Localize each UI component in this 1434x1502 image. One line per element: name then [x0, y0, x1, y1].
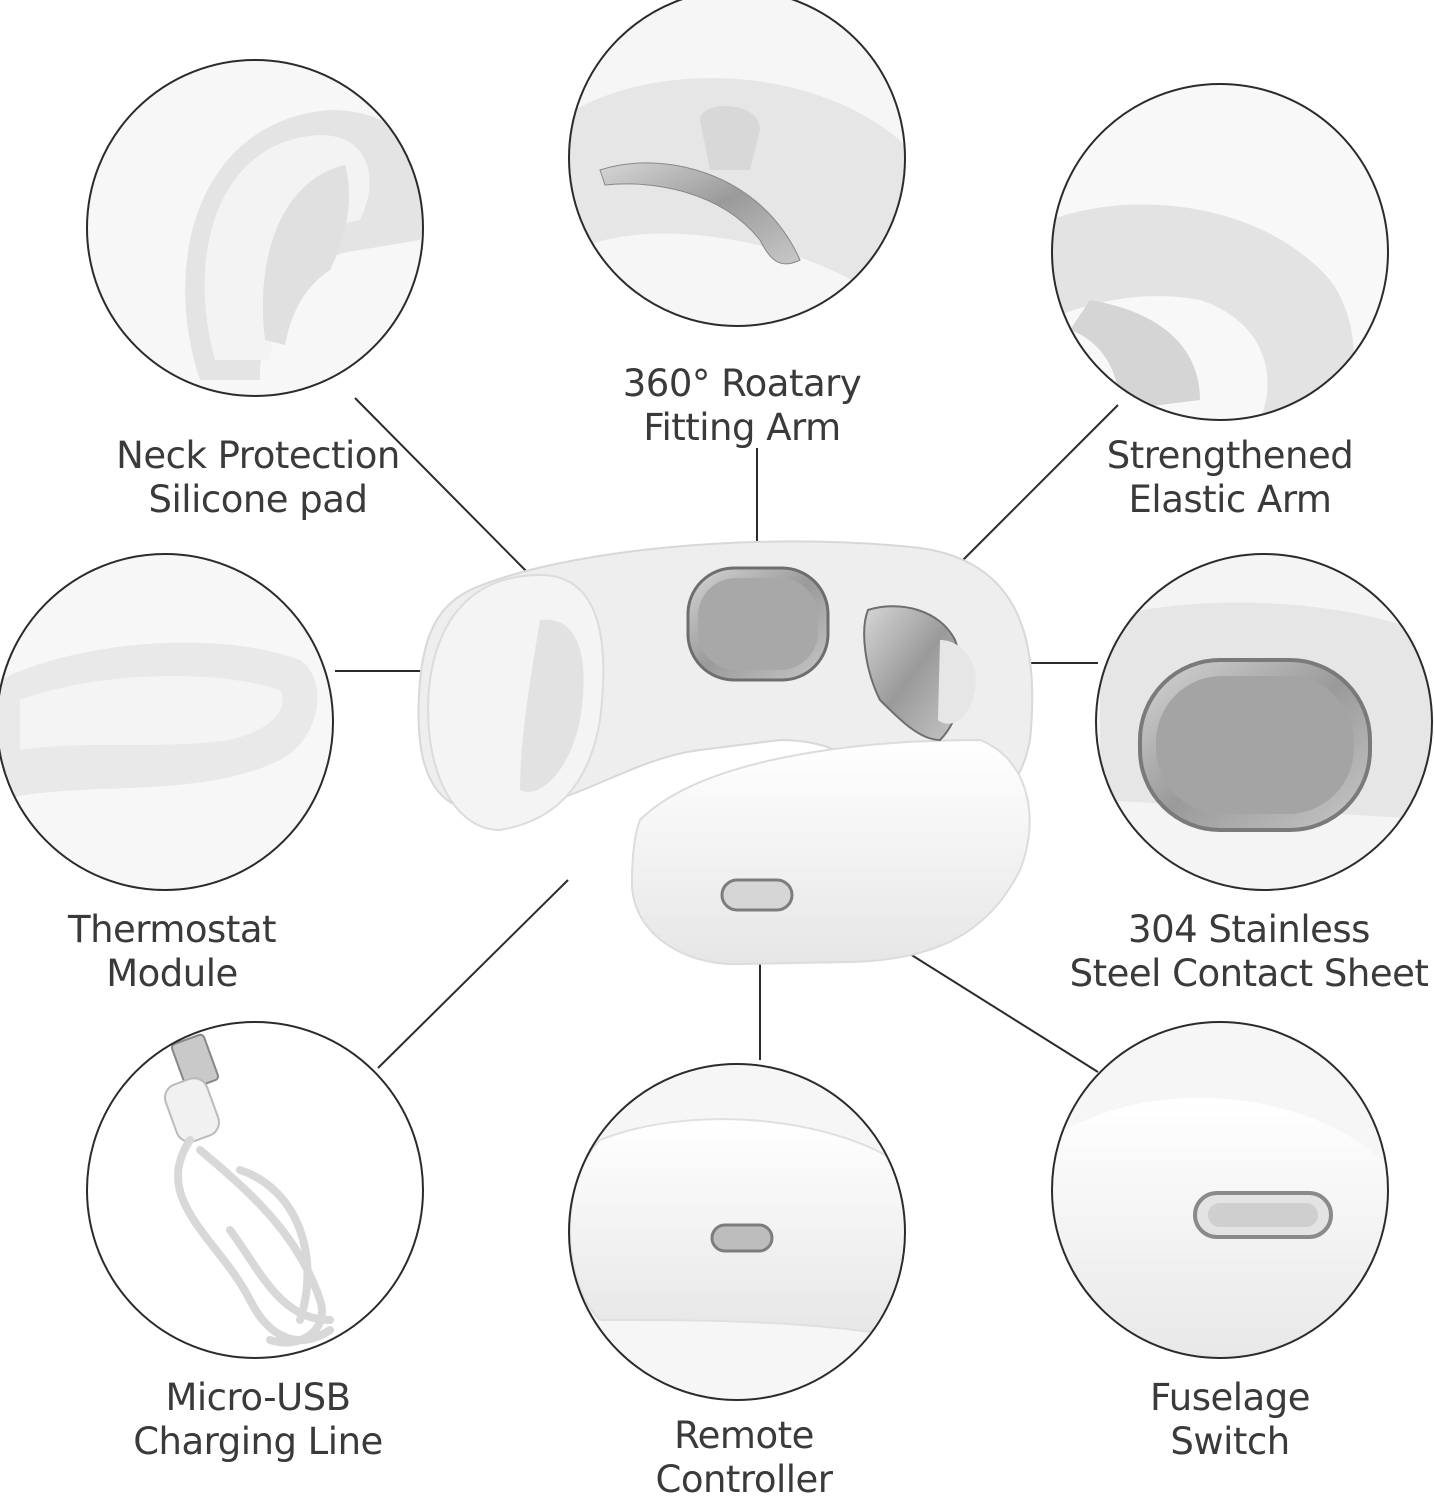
label-rotary-arm-line2: Fitting Arm: [643, 406, 841, 449]
label-elastic-arm-line2: Elastic Arm: [1128, 478, 1332, 521]
leader-neck-pad: [354, 397, 531, 576]
label-elastic-arm-line1: Strengthened: [1106, 434, 1354, 477]
label-remote-line1: Remote: [674, 1414, 814, 1457]
label-elastic-arm: Strengthened Elastic Arm: [1070, 434, 1390, 522]
neck-pad-closeup: [86, 59, 424, 397]
label-remote: Remote Controller: [584, 1414, 904, 1502]
remote-controller-closeup: [568, 1063, 906, 1401]
leader-usb: [377, 879, 569, 1069]
label-remote-line2: Controller: [655, 1458, 833, 1501]
label-thermostat-line1: Thermostat: [67, 908, 277, 951]
label-rotary-arm: 360° Roatary Fitting Arm: [582, 362, 902, 450]
label-neck-pad-line2: Silicone pad: [148, 478, 368, 521]
label-thermostat: Thermostat Module: [12, 908, 332, 996]
fuselage-switch-closeup: [1051, 1021, 1389, 1359]
label-fuselage: Fuselage Switch: [1070, 1376, 1390, 1464]
usb-cable-closeup: [86, 1021, 424, 1359]
leader-lines: [335, 397, 1119, 1073]
rotary-arm-closeup: [568, 0, 906, 327]
label-usb-line: Micro-USB Charging Line: [98, 1376, 418, 1464]
label-usb-line-line1: Micro-USB: [165, 1376, 351, 1419]
label-fuselage-line1: Fuselage: [1150, 1376, 1310, 1419]
label-rotary-arm-line1: 360° Roatary: [622, 362, 862, 405]
label-contact-sheet-line1: 304 Stainless: [1128, 908, 1370, 951]
thermostat-closeup: [0, 553, 334, 891]
label-neck-pad: Neck Protection Silicone pad: [98, 434, 418, 522]
label-contact-sheet: 304 Stainless Steel Contact Sheet: [1064, 908, 1434, 996]
contact-sheet-closeup: [1095, 553, 1433, 891]
label-neck-pad-line1: Neck Protection: [116, 434, 400, 477]
leader-elastic-arm: [954, 404, 1119, 569]
label-thermostat-line2: Module: [106, 952, 238, 995]
label-contact-sheet-line2: Steel Contact Sheet: [1069, 952, 1429, 995]
neck-massager-device: [417, 540, 1034, 966]
label-fuselage-line2: Switch: [1170, 1420, 1290, 1463]
elastic-arm-closeup: [1051, 83, 1389, 421]
label-usb-line-line2: Charging Line: [133, 1420, 383, 1463]
